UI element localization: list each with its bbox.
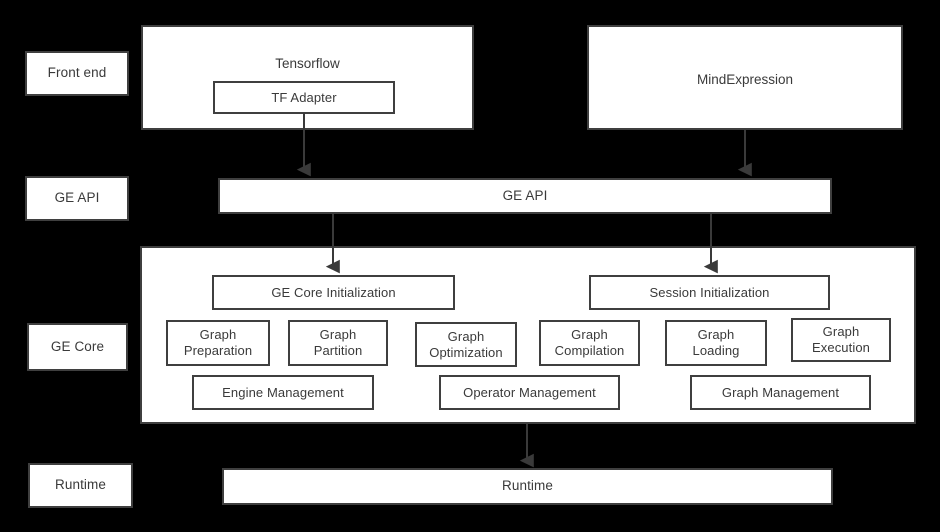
module-graph-execution: Graph Execution: [791, 318, 891, 362]
layer-label-runtime: Runtime: [28, 463, 133, 508]
session-initialization: Session Initialization: [589, 275, 830, 310]
module-graph-partition-line2: Partition: [313, 343, 363, 358]
frontend-tf-adapter-text: TF Adapter: [271, 89, 337, 105]
frontend-tensorflow-title: Tensorflow: [275, 56, 340, 71]
session-initialization-text: Session Initialization: [649, 284, 770, 300]
module-graph-preparation-line2: Preparation: [183, 343, 253, 358]
layer-label-front-end: Front end: [25, 51, 129, 96]
module-graph-preparation: Graph Preparation: [166, 320, 270, 366]
module-graph-execution-line2: Execution: [812, 340, 870, 355]
layer-label-ge-core-text: GE Core: [50, 338, 105, 354]
module-graph-preparation-line1: Graph: [199, 327, 237, 343]
frontend-mindexpression-title: MindExpression: [696, 72, 794, 87]
runtime-bar-text: Runtime: [502, 478, 553, 494]
module-graph-partition-line1: Graph: [319, 327, 357, 343]
manager-operator-management: Operator Management: [439, 375, 620, 410]
module-graph-optimization: Graph Optimization: [415, 322, 517, 367]
manager-graph-management-text: Graph Management: [721, 384, 840, 400]
layer-label-ge-api-text: GE API: [54, 190, 100, 206]
ge-api-bar: GE API: [218, 178, 832, 214]
manager-engine-management: Engine Management: [192, 375, 374, 410]
ge-core-initialization-text: GE Core Initialization: [271, 284, 396, 300]
module-graph-optimization-line1: Graph: [447, 328, 485, 344]
manager-engine-management-text: Engine Management: [222, 384, 344, 400]
layer-label-ge-core: GE Core: [27, 323, 128, 371]
module-graph-partition: Graph Partition: [288, 320, 388, 366]
module-graph-loading-line1: Graph: [697, 327, 735, 343]
module-graph-execution-line1: Graph: [822, 324, 860, 340]
module-graph-compilation-line2: Compilation: [554, 343, 625, 358]
ge-api-bar-text: GE API: [502, 187, 548, 203]
module-graph-compilation-line1: Graph: [571, 327, 608, 343]
frontend-tf-adapter: TF Adapter: [213, 81, 395, 114]
ge-core-initialization: GE Core Initialization: [212, 275, 455, 310]
module-graph-loading-line2: Loading: [692, 343, 740, 358]
module-graph-loading: Graph Loading: [665, 320, 767, 366]
frontend-mindexpression-container: [587, 25, 903, 130]
manager-graph-management: Graph Management: [690, 375, 871, 410]
frontend-tensorflow-container: [141, 25, 474, 130]
manager-operator-management-text: Operator Management: [463, 384, 596, 400]
runtime-bar: Runtime: [222, 468, 833, 505]
module-graph-optimization-line2: Optimization: [429, 344, 503, 360]
layer-label-ge-api: GE API: [25, 176, 129, 221]
module-graph-compilation: Graph Compilation: [539, 320, 640, 366]
layer-label-runtime-text: Runtime: [55, 477, 106, 493]
layer-label-front-end-text: Front end: [47, 65, 107, 81]
